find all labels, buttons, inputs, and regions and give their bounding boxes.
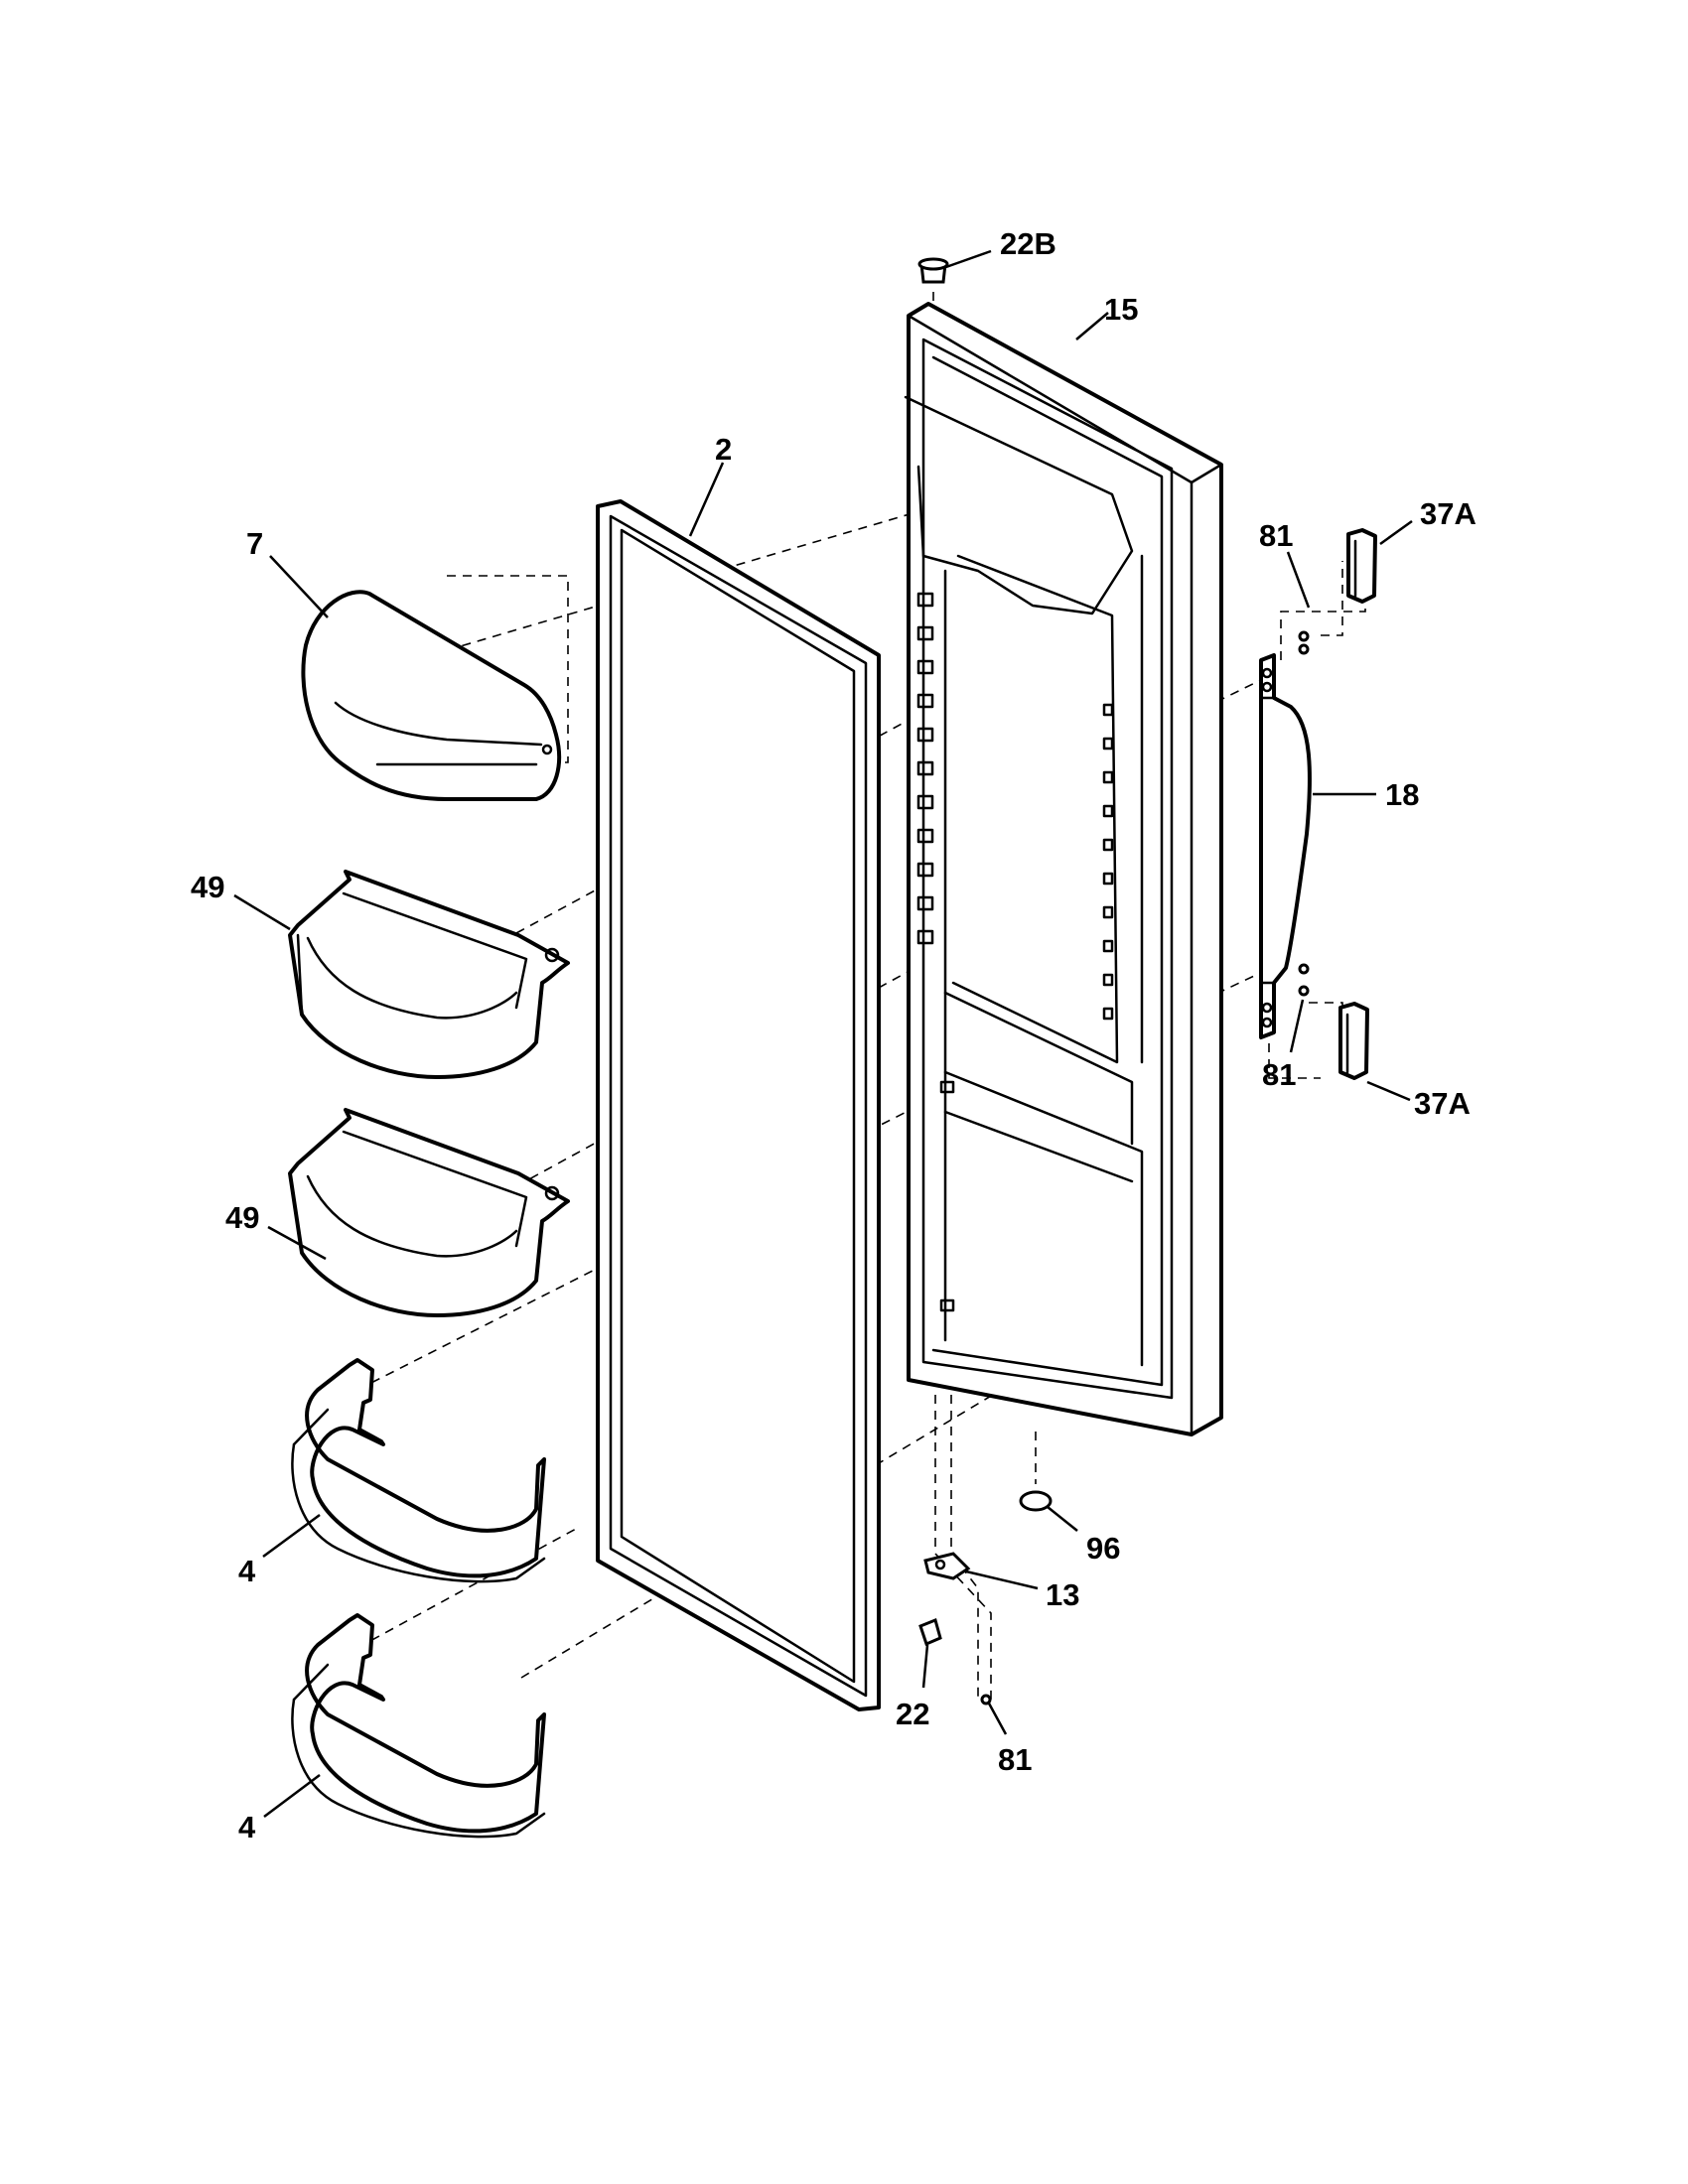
hinge-pin-22 — [918, 1617, 942, 1647]
door-shelf-lower — [291, 1613, 546, 1839]
screws-81-upper — [1298, 630, 1310, 655]
handle-end-cap-upper — [1346, 528, 1377, 604]
callout-15: 15 — [1104, 292, 1138, 327]
door-shelf-upper — [291, 1358, 546, 1583]
door-handle — [1259, 653, 1312, 1039]
callout-labels: 22B 15 2 7 81 37A 18 49 49 81 37A 4 96 1… — [191, 226, 1477, 1844]
shelf-support-column — [916, 592, 955, 1312]
callout-96: 96 — [1086, 1531, 1120, 1566]
hinge-plate-13 — [923, 1552, 971, 1580]
callout-22b: 22B — [1000, 226, 1056, 261]
dairy-compartment — [301, 590, 561, 801]
callout-49-upper: 49 — [191, 870, 224, 904]
shelf-support-column-right — [1102, 703, 1114, 1021]
door-assembly — [904, 302, 1223, 1436]
door-bin-lower — [288, 1108, 570, 1317]
plug-96 — [1019, 1490, 1053, 1512]
callout-37a-upper: 37A — [1420, 496, 1477, 531]
door-gasket — [596, 499, 881, 1711]
callout-18: 18 — [1385, 777, 1419, 812]
callout-7: 7 — [246, 526, 263, 561]
callout-4-lower: 4 — [238, 1810, 256, 1844]
callout-4-upper: 4 — [238, 1554, 256, 1588]
handle-end-cap-lower — [1338, 1002, 1369, 1080]
callout-81-middle: 81 — [1262, 1057, 1296, 1092]
callout-37a-lower: 37A — [1414, 1086, 1471, 1121]
screws-81-lower — [1298, 963, 1310, 997]
callout-2: 2 — [715, 432, 732, 467]
callout-leaders — [233, 249, 1413, 1818]
door-stop-22b — [917, 257, 949, 284]
callout-81-upper: 81 — [1259, 518, 1293, 553]
callout-81-bottom: 81 — [998, 1742, 1032, 1777]
door-bin-upper — [288, 870, 570, 1079]
callout-13: 13 — [1046, 1577, 1079, 1612]
callout-49-lower: 49 — [225, 1200, 259, 1235]
callout-22: 22 — [896, 1697, 929, 1731]
